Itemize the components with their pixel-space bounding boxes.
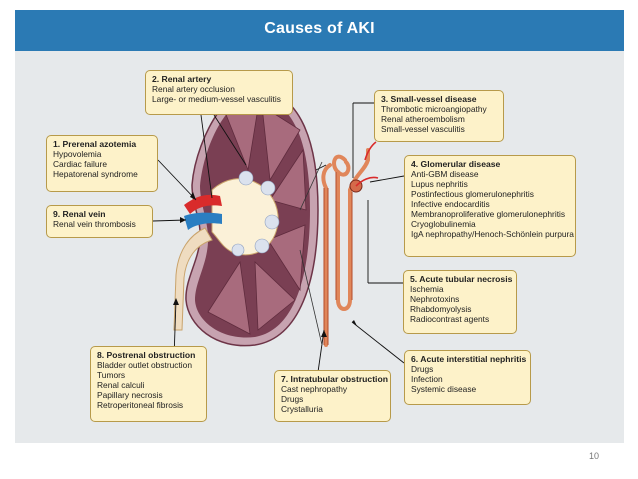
box-item: Renal vein thrombosis — [53, 219, 136, 229]
box-item: Tumors — [97, 370, 126, 380]
box-item: Retroperitoneal fibrosis — [97, 400, 184, 410]
box-item: Membranoproliferative glomerulonephritis — [411, 209, 566, 219]
ureter — [173, 227, 213, 331]
box-item: Postinfectious glomerulonephritis — [411, 189, 534, 199]
page-number: 10 — [589, 451, 600, 461]
box-item: Infective endocarditis — [411, 199, 490, 209]
title-bar: Causes of AKI — [15, 10, 624, 51]
box-item: Cardiac failure — [53, 159, 107, 169]
box-small-vessel-disease: 3. Small-vessel disease Thrombotic micro… — [374, 90, 504, 142]
box-item: Infection — [411, 374, 443, 384]
box-item: Renal artery occlusion — [152, 84, 235, 94]
box-renal-artery: 2. Renal artery Renal artery occlusion L… — [145, 70, 293, 115]
box-renal-vein: 9. Renal vein Renal vein thrombosis — [46, 205, 153, 238]
box-item: Hypovolemia — [53, 149, 102, 159]
box-intratubular-obstruction: 7. Intratubular obstruction Cast nephrop… — [274, 370, 391, 422]
box-glomerular-disease: 4. Glomerular disease Anti-GBM disease L… — [404, 155, 576, 257]
box-heading: 2. Renal artery — [152, 74, 212, 84]
box-heading: 8. Postrenal obstruction — [97, 350, 196, 360]
box-heading: 7. Intratubular obstruction — [281, 374, 388, 384]
box-item: Renal calculi — [97, 380, 145, 390]
connector-lines — [152, 102, 405, 373]
box-item: Cast nephropathy — [281, 384, 348, 394]
box-heading: 1. Prerenal azotemia — [53, 139, 137, 149]
box-item: Papillary necrosis — [97, 390, 163, 400]
box-item: Drugs — [281, 394, 304, 404]
box-acute-interstitial-nephritis: 6. Acute interstitial nephritis Drugs In… — [404, 350, 531, 405]
box-item: Lupus nephritis — [411, 179, 468, 189]
box-item: Radiocontrast agents — [410, 314, 490, 324]
box-prerenal-azotemia: 1. Prerenal azotemia Hypovolemia Cardiac… — [46, 135, 158, 192]
slide-title: Causes of AKI — [264, 20, 375, 37]
box-item: Large- or medium-vessel vasculitis — [152, 94, 281, 104]
afferent-arteriole — [355, 176, 379, 187]
box-item: Thrombotic microangiopathy — [381, 104, 487, 114]
box-item: Anti-GBM disease — [411, 169, 479, 179]
renal-calyces — [231, 170, 280, 257]
renal-vein — [184, 212, 222, 230]
box-item: Systemic disease — [411, 384, 477, 394]
box-item: Cryoglobulinemia — [411, 219, 476, 229]
box-heading: 9. Renal vein — [53, 209, 106, 219]
box-item: Rhabdomyolysis — [410, 304, 472, 314]
box-heading: 5. Acute tubular necrosis — [410, 274, 513, 284]
zoom-lines — [299, 161, 323, 346]
renal-artery — [184, 194, 222, 214]
box-item: Bladder outlet obstruction — [97, 360, 192, 370]
connector-arrowheads — [173, 192, 357, 337]
box-item: Nephrotoxins — [410, 294, 460, 304]
box-item: Drugs — [411, 364, 434, 374]
box-item: Hepatorenal syndrome — [53, 169, 138, 179]
box-item: IgA nephropathy/Henoch-Schönlein purpura — [411, 229, 574, 239]
box-item: Ischemia — [410, 284, 444, 294]
box-acute-tubular-necrosis: 5. Acute tubular necrosis Ischemia Nephr… — [403, 270, 517, 334]
box-item: Crystalluria — [281, 404, 323, 414]
box-item: Renal atheroembolism — [381, 114, 465, 124]
box-heading: 4. Glomerular disease — [411, 159, 501, 169]
tubule-outline — [323, 172, 353, 345]
box-item: Small-vessel vasculitis — [381, 124, 465, 134]
medullary-pyramids — [207, 105, 307, 335]
box-heading: 6. Acute interstitial nephritis — [411, 354, 527, 364]
box-postrenal-obstruction: 8. Postrenal obstruction Bladder outlet … — [90, 346, 207, 422]
nephron-tubule — [321, 148, 370, 347]
box-heading: 3. Small-vessel disease — [381, 94, 477, 104]
